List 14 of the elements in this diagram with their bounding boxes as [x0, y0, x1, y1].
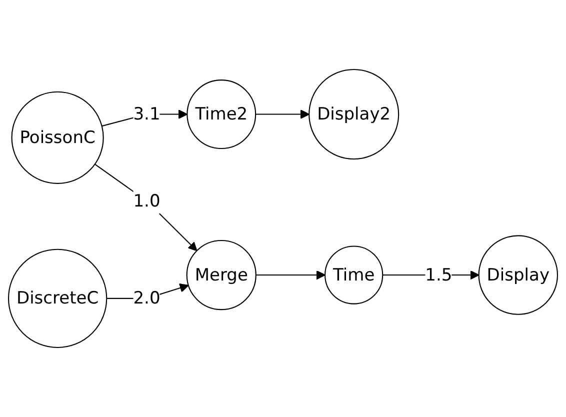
- edge-label: 2.0: [133, 288, 160, 308]
- arrow: [256, 110, 310, 119]
- edge-label: 1.0: [133, 190, 160, 211]
- node-circle: Display: [478, 235, 558, 315]
- edge-label: 3.1: [133, 104, 160, 124]
- node-circle: Display2: [308, 69, 400, 160]
- node-circle: Time2: [186, 80, 256, 150]
- node-circle: Time: [324, 246, 384, 304]
- arrow: [256, 270, 326, 280]
- node-circle: DiscreteC: [8, 248, 108, 348]
- node-circle: PoissonC: [11, 91, 104, 184]
- node-circle: Merge: [186, 240, 256, 310]
- edge-label: 1.5: [425, 264, 452, 285]
- arrow: [94, 164, 198, 252]
